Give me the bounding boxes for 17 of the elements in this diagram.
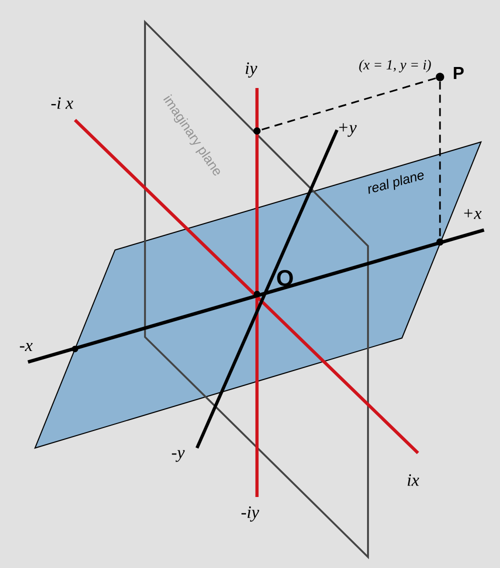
axis-label: +x	[464, 209, 482, 219]
point-label: P	[454, 67, 464, 79]
axis-label: iy	[246, 62, 258, 78]
axis-label: real plane	[368, 172, 424, 194]
axis-label: ix	[408, 474, 420, 486]
axis-label: -iy	[242, 506, 260, 522]
dashed-line	[260, 78, 436, 131]
axis-label: +y	[339, 123, 357, 137]
axis-label: -x	[20, 343, 33, 351]
point	[436, 72, 444, 82]
axis-label: O	[277, 270, 293, 286]
point	[436, 238, 444, 246]
axis-label: -y	[172, 450, 185, 462]
axis-label: -i x	[51, 97, 74, 109]
coordinate-label: (x = 1, y = i)	[359, 60, 431, 72]
dashed-line	[439, 81, 441, 238]
point	[253, 127, 261, 135]
